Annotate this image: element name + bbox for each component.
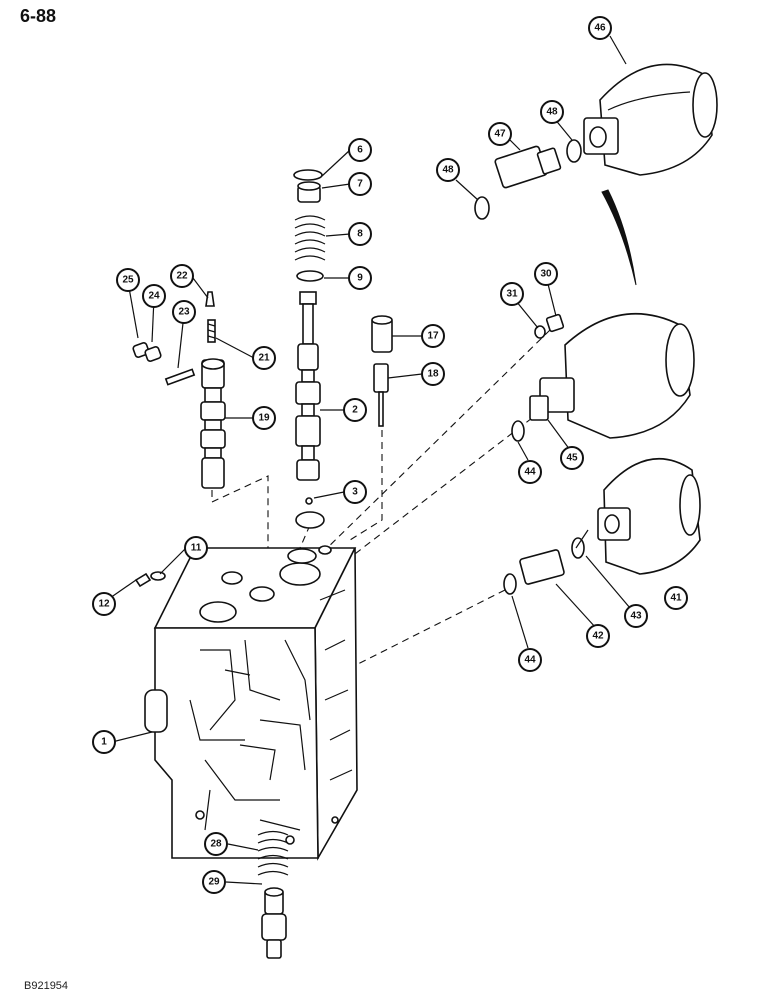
callout-label: 44 [524,655,536,666]
callout-label: 44 [524,467,536,478]
callout-42: 42 [586,624,610,648]
callout-label: 43 [630,611,642,622]
accumulator-top [474,63,718,220]
accumulator-middle [511,313,695,442]
left-spool-assembly [132,291,226,489]
callout-24: 24 [142,284,166,308]
callout-18: 18 [421,362,445,386]
callout-19: 19 [252,406,276,430]
callout-label: 47 [494,129,506,140]
callout-label: 25 [122,275,134,286]
callout-label: 18 [427,369,439,380]
callout-9: 9 [348,266,372,290]
callout-31: 31 [500,282,524,306]
callout-2: 2 [343,398,367,422]
callout-29: 29 [202,870,226,894]
callout-48-left: 48 [436,158,460,182]
motion-arrow [601,189,637,286]
assembly-lines [211,329,551,669]
callout-25: 25 [116,268,140,292]
callout-23: 23 [172,300,196,324]
callout-leaders [109,35,631,885]
small-pins [134,571,166,588]
callout-45: 45 [560,446,584,470]
callout-label: 30 [540,269,552,280]
callout-11: 11 [184,536,208,560]
valve-body [144,545,358,861]
callout-label: 7 [357,179,363,190]
callout-6: 6 [348,138,372,162]
callout-28: 28 [204,832,228,856]
callout-8: 8 [348,222,372,246]
callout-label: 46 [594,23,606,34]
callout-label: 22 [176,271,188,282]
callout-47: 47 [488,122,512,146]
callout-label: 31 [506,289,518,300]
callout-30: 30 [534,262,558,286]
callout-label: 1 [101,737,107,748]
callout-label: 48 [442,165,454,176]
callout-label: 9 [357,273,363,284]
figure-code: B921954 [24,980,69,992]
callout-21: 21 [252,346,276,370]
lower-spring-piston [257,830,289,959]
page-number: 6-88 [20,6,57,26]
accumulator-lower [503,457,701,595]
callout-48-right: 48 [540,100,564,124]
callout-label: 6 [357,145,363,156]
callout-label: 11 [191,543,202,554]
callout-41: 41 [664,586,688,610]
callout-46: 46 [588,16,612,40]
callout-label: 8 [357,229,363,240]
callout-7: 7 [348,172,372,196]
plug-and-pin [371,315,393,427]
callout-label: 12 [98,599,110,610]
callout-label: 41 [670,593,682,604]
callout-43: 43 [624,604,648,628]
callout-1: 1 [92,730,116,754]
callout-label: 42 [592,631,604,642]
callout-17: 17 [421,324,445,348]
callout-44-upper: 44 [518,460,542,484]
callout-label: 48 [546,107,558,118]
callout-3: 3 [343,480,367,504]
callout-label: 29 [208,877,220,888]
callout-label: 21 [258,353,270,364]
callout-label: 19 [258,413,270,424]
callout-22: 22 [170,264,194,288]
callout-label: 45 [566,453,578,464]
callout-label: 2 [352,405,358,416]
callout-label: 28 [210,839,222,850]
main-spool-assembly [293,169,326,529]
callout-12: 12 [92,592,116,616]
callout-label: 23 [178,307,190,318]
callout-label: 3 [352,487,358,498]
callout-44-lower: 44 [518,648,542,672]
callout-label: 17 [427,331,439,342]
callout-label: 24 [148,291,160,302]
